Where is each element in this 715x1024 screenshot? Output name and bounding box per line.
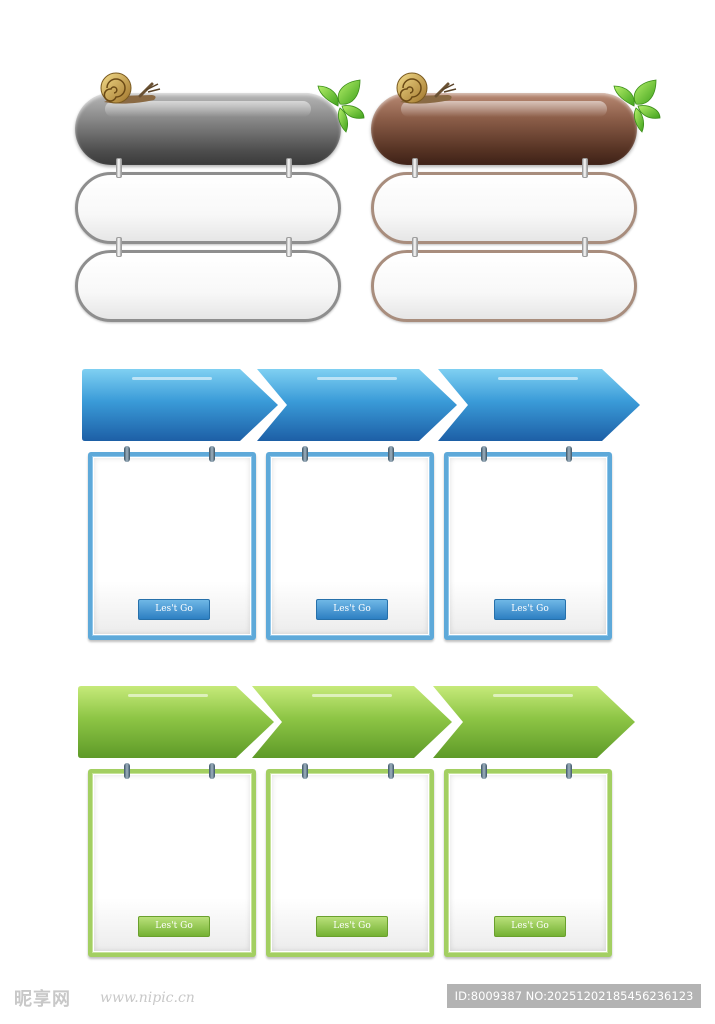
watermark-id: ID:8009387 NO:20251202185456236123 xyxy=(447,984,701,1008)
hanger-ring xyxy=(116,158,122,178)
blue-card-2: Les't Go xyxy=(266,452,434,640)
hanger-ring xyxy=(582,237,588,257)
lets-go-button[interactable]: Les't Go xyxy=(138,599,210,620)
green-card-3: Les't Go xyxy=(444,769,612,957)
binder-clip xyxy=(566,763,572,779)
lets-go-button[interactable]: Les't Go xyxy=(138,916,210,937)
green-arrow-2[interactable] xyxy=(252,686,457,758)
binder-clip xyxy=(388,446,394,462)
binder-clip xyxy=(124,446,130,462)
gray-pill-panel-1[interactable] xyxy=(75,172,341,244)
hanger-ring xyxy=(286,158,292,178)
lets-go-button[interactable]: Les't Go xyxy=(316,916,388,937)
blue-arrow-2[interactable] xyxy=(257,369,462,441)
binder-clip xyxy=(209,446,215,462)
gray-pill-panel-2[interactable] xyxy=(75,250,341,322)
binder-clip xyxy=(302,763,308,779)
green-card-2: Les't Go xyxy=(266,769,434,957)
blue-arrow-1[interactable] xyxy=(82,369,282,441)
hanger-ring xyxy=(412,158,418,178)
binder-clip xyxy=(124,763,130,779)
blue-card-1: Les't Go xyxy=(88,452,256,640)
binder-clip xyxy=(481,446,487,462)
green-arrow-1[interactable] xyxy=(78,686,278,758)
brown-pill-panel-1[interactable] xyxy=(371,172,637,244)
lets-go-button[interactable]: Les't Go xyxy=(494,916,566,937)
snail-icon xyxy=(396,72,457,104)
blue-arrow-3[interactable] xyxy=(438,369,643,441)
watermark-url: www.nipic.cn xyxy=(100,990,195,1006)
binder-clip xyxy=(481,763,487,779)
gray-pill-header xyxy=(75,93,341,165)
green-card-1: Les't Go xyxy=(88,769,256,957)
lets-go-button[interactable]: Les't Go xyxy=(316,599,388,620)
binder-clip xyxy=(388,763,394,779)
hanger-ring xyxy=(582,158,588,178)
brown-pill-header xyxy=(371,93,637,165)
blue-card-3: Les't Go xyxy=(444,452,612,640)
binder-clip xyxy=(209,763,215,779)
leaf-icon xyxy=(613,79,661,133)
watermark-logo: 昵享网 xyxy=(14,989,71,1010)
snail-icon xyxy=(100,72,161,104)
hanger-ring xyxy=(116,237,122,257)
leaf-icon xyxy=(317,79,365,133)
lets-go-button[interactable]: Les't Go xyxy=(494,599,566,620)
hanger-ring xyxy=(286,237,292,257)
brown-pill-panel-2[interactable] xyxy=(371,250,637,322)
green-arrow-3[interactable] xyxy=(433,686,638,758)
binder-clip xyxy=(566,446,572,462)
binder-clip xyxy=(302,446,308,462)
hanger-ring xyxy=(412,237,418,257)
